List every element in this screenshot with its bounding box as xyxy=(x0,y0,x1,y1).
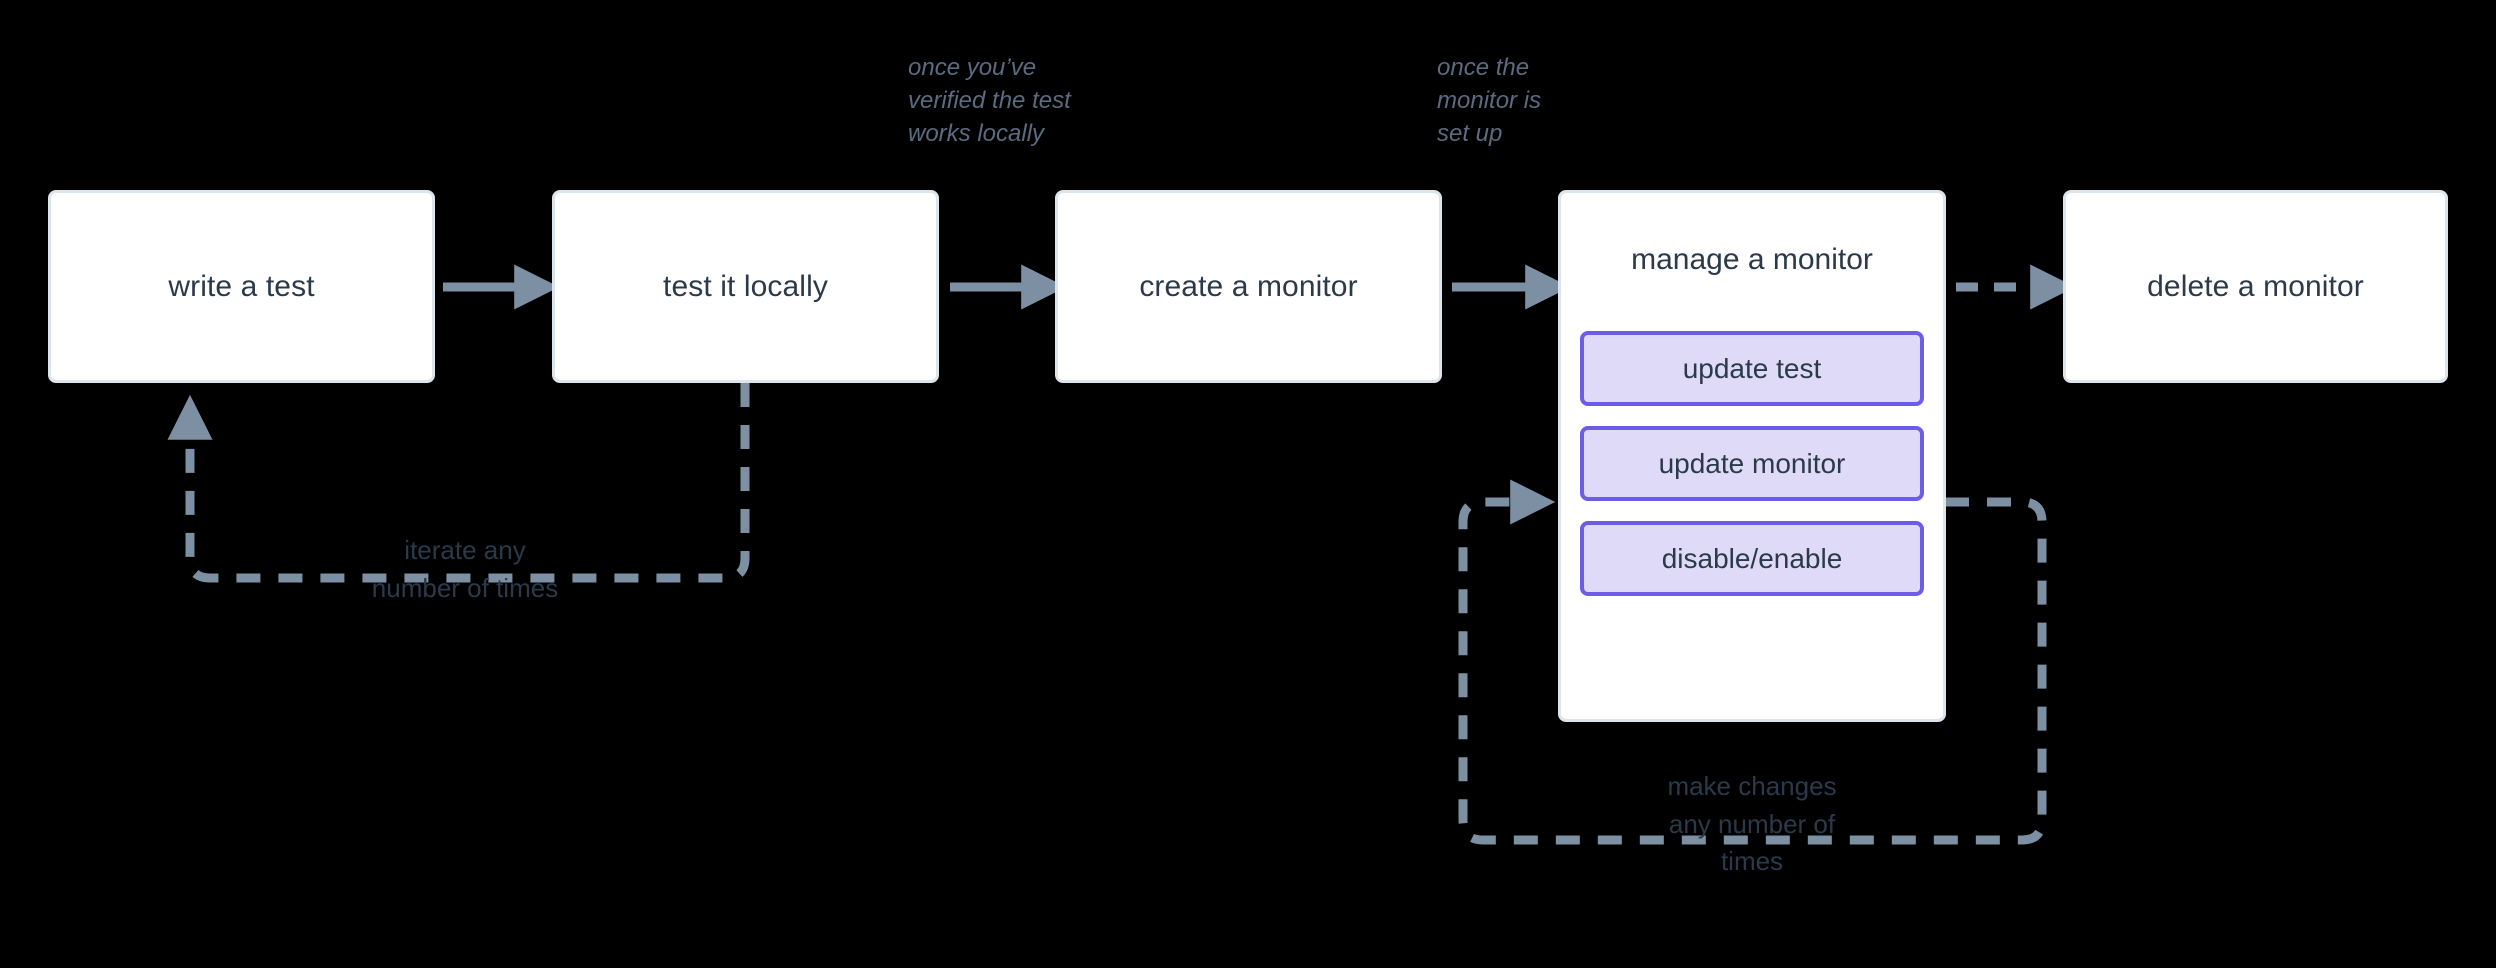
sub-node-label-update-test: update test xyxy=(1682,352,1822,384)
node-label-write-a-test: write a test xyxy=(168,269,315,303)
sub-node-label-disable-enable: disable/enable xyxy=(1661,542,1843,574)
sub-node-disable-enable[interactable]: disable/enable xyxy=(1580,521,1924,596)
node-write-a-test[interactable]: write a test xyxy=(48,190,435,383)
node-label-test-it-locally: test it locally xyxy=(663,269,828,303)
manage-sub-node-list: update test update monitor disable/enabl… xyxy=(1580,331,1924,596)
node-label-create-a-monitor: create a monitor xyxy=(1139,269,1358,303)
node-delete-a-monitor[interactable]: delete a monitor xyxy=(2063,190,2448,383)
sub-node-label-update-monitor: update monitor xyxy=(1658,447,1846,479)
node-manage-a-monitor[interactable]: manage a monitor update test update moni… xyxy=(1558,190,1946,722)
loop-label-make-changes-any-number-of-times: make changes any number of times xyxy=(1667,771,1837,877)
node-create-a-monitor[interactable]: create a monitor xyxy=(1055,190,1442,383)
annotation-once-monitor-set-up: once the monitor is set up xyxy=(1437,54,1542,148)
node-test-it-locally[interactable]: test it locally xyxy=(552,190,939,383)
sub-node-update-test[interactable]: update test xyxy=(1580,331,1924,406)
annotation-verified-test-works-locally: once you’ve verified the test works loca… xyxy=(908,54,1071,148)
node-label-delete-a-monitor: delete a monitor xyxy=(2147,269,2364,303)
sub-node-update-monitor[interactable]: update monitor xyxy=(1580,426,1924,501)
loop-label-iterate-any-number-of-times: iterate any number of times xyxy=(371,535,559,603)
node-label-manage-a-monitor: manage a monitor xyxy=(1631,242,1873,276)
